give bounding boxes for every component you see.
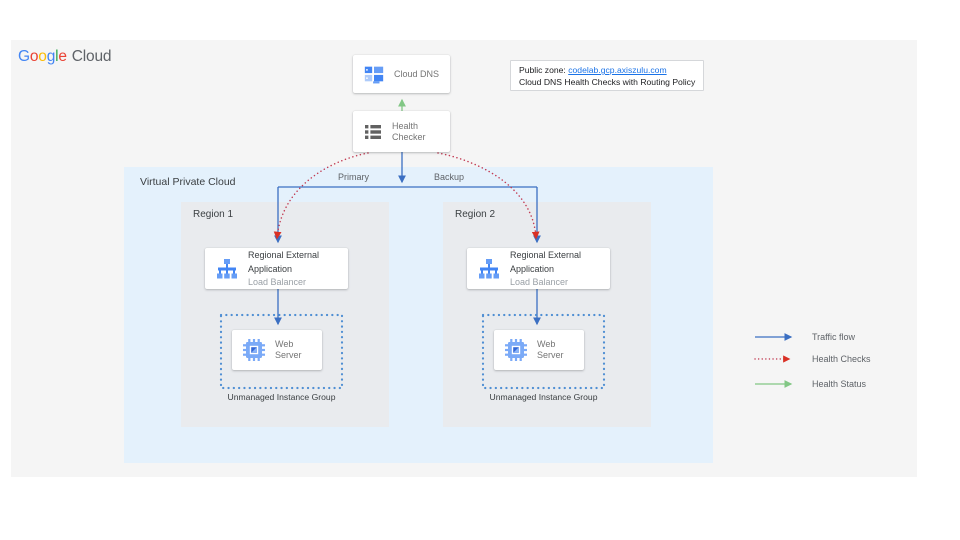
load-balancer-subtitle: Load Balancer: [248, 277, 307, 288]
load-balancer-icon: [477, 258, 501, 280]
health-checker-icon: [363, 122, 383, 142]
legend-item-health-checks: Health Checks: [753, 352, 871, 366]
load-balancer-icon: [215, 258, 239, 280]
cloud-dns-node: Cloud DNS: [353, 55, 450, 93]
web-server-node-2: Web Server: [494, 330, 584, 370]
health-checker-label: Health Checker: [392, 120, 426, 142]
public-zone-line: Public zone: codelab.gcp.axiszulu.com: [519, 64, 695, 76]
web-server-chip-icon: [242, 338, 266, 362]
public-zone-prefix: Public zone:: [519, 65, 569, 75]
web-server-node-1: Web Server: [232, 330, 322, 370]
cloud-dns-label: Cloud DNS: [394, 68, 440, 79]
web-server-label: Web Server: [537, 339, 564, 360]
health-checker-node: Health Checker: [353, 111, 450, 152]
health-checks-arrow-icon: [754, 355, 791, 363]
logo-cloud-text: Cloud: [71, 48, 112, 65]
web-server-label: Web Server: [275, 339, 302, 360]
load-balancer-text: Regional External Application Load Balan…: [248, 248, 344, 289]
load-balancer-subtitle: Load Balancer: [510, 277, 569, 288]
instance-group-label-2: Unmanaged Instance Group: [489, 392, 598, 402]
instance-group-label-1: Unmanaged Instance Group: [227, 392, 336, 402]
note-subtitle: Cloud DNS Health Checks with Routing Pol…: [519, 77, 696, 88]
legend-item-health-status: Health Status: [753, 377, 871, 391]
legend: Traffic flow Health Checks Health Status: [753, 330, 871, 391]
legend-label: Health Checks: [812, 354, 871, 364]
traffic-flow-arrow-icon: [755, 333, 793, 341]
load-balancer-node-1: Regional External Application Load Balan…: [205, 248, 348, 289]
public-zone-note: Public zone: codelab.gcp.axiszulu.com Cl…: [510, 60, 704, 91]
public-zone-link[interactable]: codelab.gcp.axiszulu.com: [568, 65, 667, 75]
health-status-arrow-icon: [755, 380, 793, 388]
load-balancer-title: Regional External Application: [510, 250, 582, 274]
legend-item-traffic-flow: Traffic flow: [753, 330, 871, 344]
cloud-dns-icon: [363, 63, 385, 85]
load-balancer-node-2: Regional External Application Load Balan…: [467, 248, 610, 289]
web-server-chip-icon: [504, 338, 528, 362]
backup-edge-label: Backup: [434, 172, 465, 182]
region-2-label: Region 2: [455, 209, 496, 220]
legend-label: Health Status: [812, 379, 867, 389]
vpc-label: Virtual Private Cloud: [140, 176, 236, 188]
region-1-label: Region 1: [193, 209, 234, 220]
primary-edge-label: Primary: [338, 172, 369, 182]
load-balancer-title: Regional External Application: [248, 250, 320, 274]
legend-label: Traffic flow: [812, 332, 856, 342]
load-balancer-text: Regional External Application Load Balan…: [510, 248, 606, 289]
logo-google-wordmark: Google: [18, 48, 67, 65]
